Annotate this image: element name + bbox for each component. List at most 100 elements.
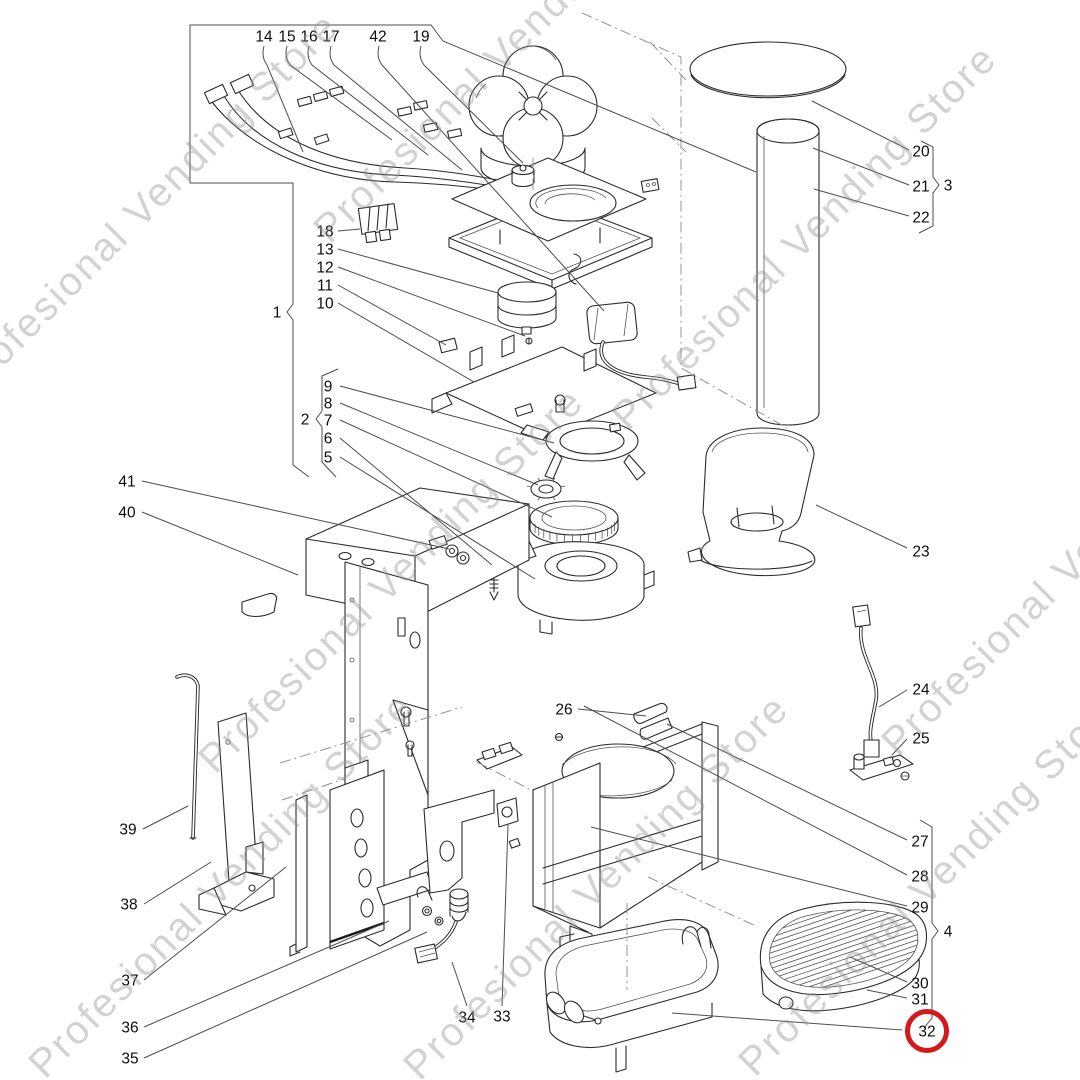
callout-42: 42 [369,29,386,46]
leader-8 [339,402,539,486]
callout-38: 38 [120,897,137,914]
callout-22: 22 [912,210,929,227]
leader-18 [337,228,361,232]
leader-33 [501,824,509,1007]
callout-32: 32 [918,1024,935,1041]
callout-25: 25 [912,731,929,748]
leader-42 [377,45,605,312]
callout-8: 8 [324,396,333,413]
knurled-ring-drawing [529,500,619,546]
main-connector-drawing [357,203,399,244]
grate-tray-drawing [759,901,928,1012]
leader-19 [419,45,524,164]
callout-28: 28 [911,869,928,886]
callout-6: 6 [324,431,333,448]
callout-27: 27 [911,834,928,851]
leader-34 [451,961,468,1007]
callout-30: 30 [911,976,929,993]
leader-40 [141,511,299,576]
retainer-clip-drawing [554,703,673,742]
callout-13: 13 [316,242,333,259]
callout-23: 23 [912,544,929,561]
leader-29 [590,826,908,907]
callout-36: 36 [121,1020,138,1037]
spring-drawing [568,253,582,285]
leader-25 [891,738,908,756]
leader-lines [141,45,910,1059]
leader-10 [337,302,475,383]
callout-5: 5 [324,450,333,467]
leader-20 [811,100,910,151]
leader-21 [812,147,910,186]
callout-33: 33 [493,1009,510,1026]
callout-16: 16 [300,29,317,46]
cup-tube-drawing [756,118,820,426]
callout-24: 24 [912,682,930,699]
callout-37: 37 [121,973,138,990]
probe-bracket-drawing [414,789,495,964]
leader-39 [142,805,189,830]
thin-panel-drawing [289,794,308,957]
leader-30 [849,956,908,983]
cup-turret-drawing [468,45,598,187]
leader-14 [262,45,304,153]
foot-bracket-drawing [198,841,275,916]
callout-12: 12 [316,260,333,277]
callout-2: 2 [301,412,310,429]
leader-37 [143,866,287,981]
group-bracket-3 [918,140,940,234]
leader-22 [813,188,910,217]
leader-28 [583,705,908,876]
dispenser-plate-drawing [448,157,660,290]
chassis-plate-drawing [431,334,657,439]
callout-29: 29 [911,900,928,917]
leader-11 [337,284,447,346]
sensor-board-drawing [849,753,914,781]
callout-4: 4 [944,924,953,941]
slide-block-drawing [241,592,278,618]
leader-26 [577,708,647,717]
leader-31 [866,989,908,999]
callout-20: 20 [912,144,930,161]
leader-35 [143,931,428,1059]
callout-41: 41 [118,474,135,491]
leader-7 [339,419,553,518]
leader-23 [815,504,908,549]
leader-12 [337,266,526,337]
leader-5 [339,456,536,580]
callout-40: 40 [118,505,136,522]
lid-disc-drawing [689,41,847,99]
callout-31: 31 [911,992,928,1009]
cup-funnel-drawing [687,427,816,577]
callout-3: 3 [944,178,953,195]
construction-lines [279,12,788,990]
highlight-ring [905,1009,949,1053]
callout-18: 18 [316,224,333,241]
ring-arms-drawing [520,420,646,481]
leader-17 [329,45,463,171]
leader-27 [666,723,908,841]
callout-17: 17 [322,29,339,46]
mount-strip-drawing [376,871,444,926]
microswitch-drawing [496,797,521,849]
group-bracket-1 [189,24,757,478]
oval-hole-panel-drawing [329,759,385,950]
callout-15: 15 [278,29,295,46]
leader-13 [337,248,499,294]
group-brackets [189,24,940,1029]
leader-24 [878,689,908,708]
callout-7: 7 [324,413,333,430]
leader-36 [143,920,390,1028]
group-bracket-2 [315,368,339,478]
callout-10: 10 [316,296,334,313]
callout-21: 21 [912,179,929,196]
line-art-layer [175,41,928,1073]
callout-1: 1 [273,305,282,322]
leader-32 [671,1012,903,1031]
callout-9: 9 [324,379,333,396]
watermark-text-0: Profesional Vending Store [0,4,348,406]
wiring-harness-drawing [203,73,586,244]
